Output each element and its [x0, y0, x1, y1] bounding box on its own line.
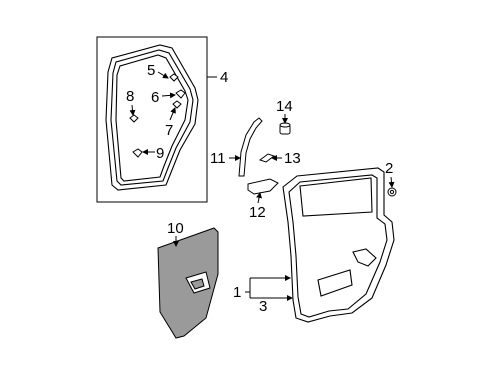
callout-6: 6 — [151, 89, 159, 106]
callout-7: 7 — [165, 122, 173, 139]
door-garnish — [247, 178, 279, 195]
leader-5 — [157, 71, 169, 79]
leader-7 — [169, 107, 176, 121]
door-check-bolt — [387, 187, 397, 197]
callout-3: 3 — [259, 298, 267, 315]
callout-2: 2 — [385, 160, 393, 177]
leader-2 — [388, 176, 395, 188]
window-channel-trim — [238, 117, 263, 177]
trim-clip — [258, 153, 276, 163]
callout-5: 5 — [147, 62, 155, 79]
door-weatherstrip-seal — [105, 44, 199, 191]
clip-6 — [175, 89, 186, 99]
door-bumper-stop — [279, 122, 291, 135]
clip-5 — [169, 73, 179, 82]
callout-14: 14 — [276, 98, 293, 115]
clip-7 — [172, 100, 182, 109]
door-trim-panel — [157, 227, 219, 339]
callout-1: 1 — [233, 284, 241, 301]
callout-9: 9 — [156, 145, 164, 162]
rear-door-shell — [282, 167, 395, 323]
clip-8 — [129, 114, 139, 123]
callout-12: 12 — [249, 204, 266, 221]
leader-6 — [161, 92, 176, 99]
callout-4: 4 — [220, 69, 228, 86]
callout-8: 8 — [126, 88, 134, 105]
callout-11: 11 — [210, 150, 226, 167]
leader-8 — [129, 104, 136, 116]
callout-13: 13 — [284, 150, 301, 167]
leader-12 — [256, 192, 262, 204]
callout-10: 10 — [167, 220, 184, 237]
